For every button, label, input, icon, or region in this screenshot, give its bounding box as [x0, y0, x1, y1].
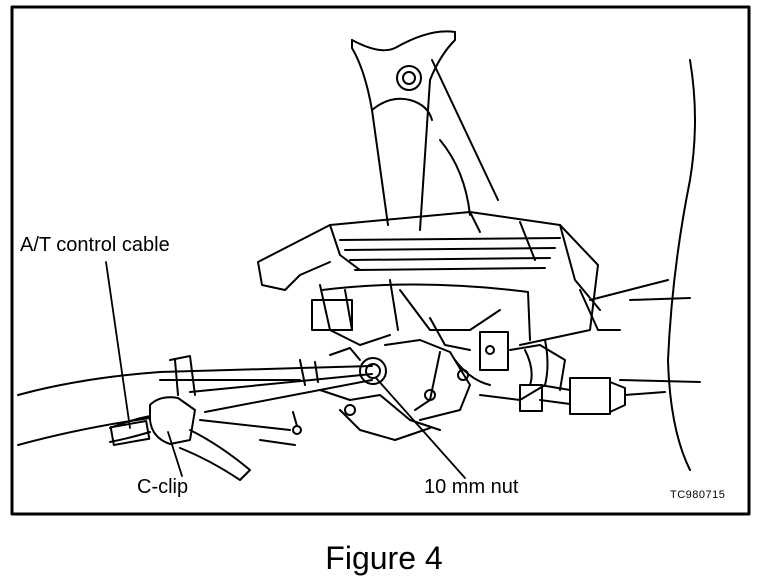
shift-gate-housing: [257, 211, 621, 346]
label-c-clip: C-clip: [137, 476, 189, 498]
figure-caption: Figure 4: [325, 540, 443, 576]
label-nut: 10 mm nut: [424, 476, 519, 498]
figure-border: [10, 5, 751, 516]
label-control-cable: A/T control cable: [20, 234, 170, 256]
lever-bolt: [396, 65, 422, 91]
shift-lever: [351, 30, 499, 231]
control-cable: [17, 359, 373, 446]
c-clip-bracket: [149, 355, 302, 481]
switch-connector: [519, 339, 666, 415]
console-edge: [589, 59, 701, 471]
nut-on-lever: [359, 357, 387, 385]
figure-code: TC980715: [670, 489, 726, 501]
leader-lines: [105, 261, 466, 479]
